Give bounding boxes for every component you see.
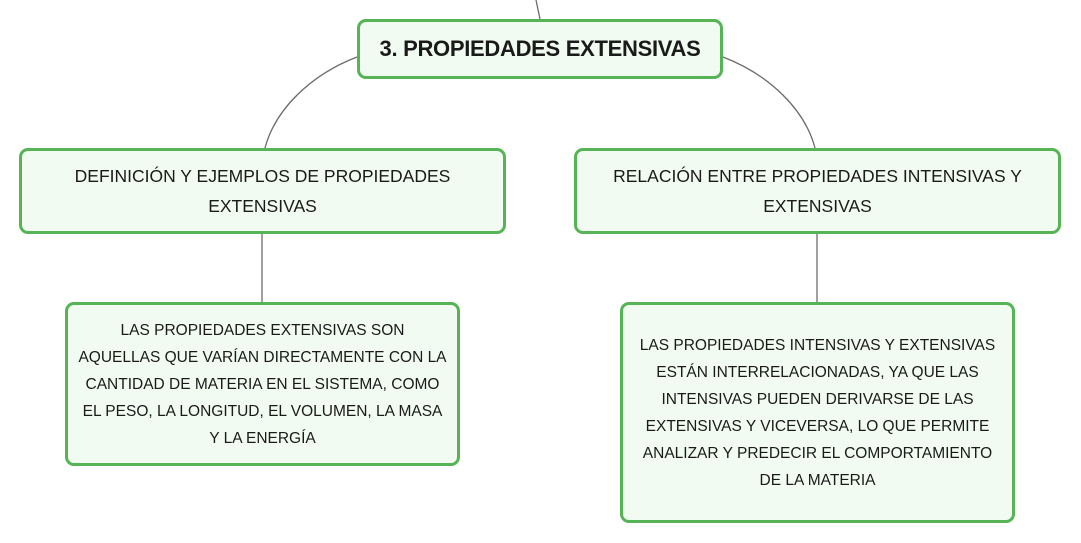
connector-root-to-topic-right: [722, 56, 816, 149]
connector-parent-to-root: [535, 0, 541, 20]
topic-node-label: DEFINICIÓN Y EJEMPLOS DE PROPIEDADES EXT…: [74, 166, 451, 216]
root-node-label: 3. PROPIEDADES EXTENSIVAS: [379, 36, 701, 61]
detail-node-text: LAS PROPIEDADES EXTENSIVAS SON AQUELLAS …: [78, 321, 447, 447]
topic-node-definicion[interactable]: DEFINICIÓN Y EJEMPLOS DE PROPIEDADES EXT…: [19, 148, 506, 234]
detail-node-relacion[interactable]: LAS PROPIEDADES INTENSIVAS Y EXTENSIVAS …: [620, 302, 1015, 523]
detail-node-definicion[interactable]: LAS PROPIEDADES EXTENSIVAS SON AQUELLAS …: [65, 302, 460, 466]
topic-node-label: RELACIÓN ENTRE PROPIEDADES INTENSIVAS Y …: [613, 166, 1022, 216]
topic-node-relacion[interactable]: RELACIÓN ENTRE PROPIEDADES INTENSIVAS Y …: [574, 148, 1061, 234]
detail-node-text: LAS PROPIEDADES INTENSIVAS Y EXTENSIVAS …: [639, 336, 996, 489]
connector-root-to-topic-left: [264, 56, 358, 149]
root-node[interactable]: 3. PROPIEDADES EXTENSIVAS: [357, 19, 723, 79]
